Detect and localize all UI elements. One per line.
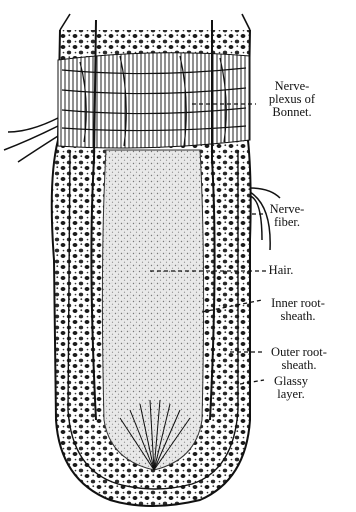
label-hair: Hair. — [264, 264, 298, 277]
label-outer-root-sheath: Outer root- sheath. — [260, 346, 338, 372]
label-nerve-plexus: Nerve- plexus of Bonnet. — [254, 80, 330, 119]
hair-shaft — [102, 150, 203, 470]
label-nerve-fiber: Nerve- fiber. — [262, 203, 312, 229]
label-glassy-layer: Glassy layer. — [262, 375, 320, 401]
label-inner-root-sheath: Inner root- sheath. — [260, 297, 336, 323]
nerve-plexus-band — [58, 53, 250, 148]
